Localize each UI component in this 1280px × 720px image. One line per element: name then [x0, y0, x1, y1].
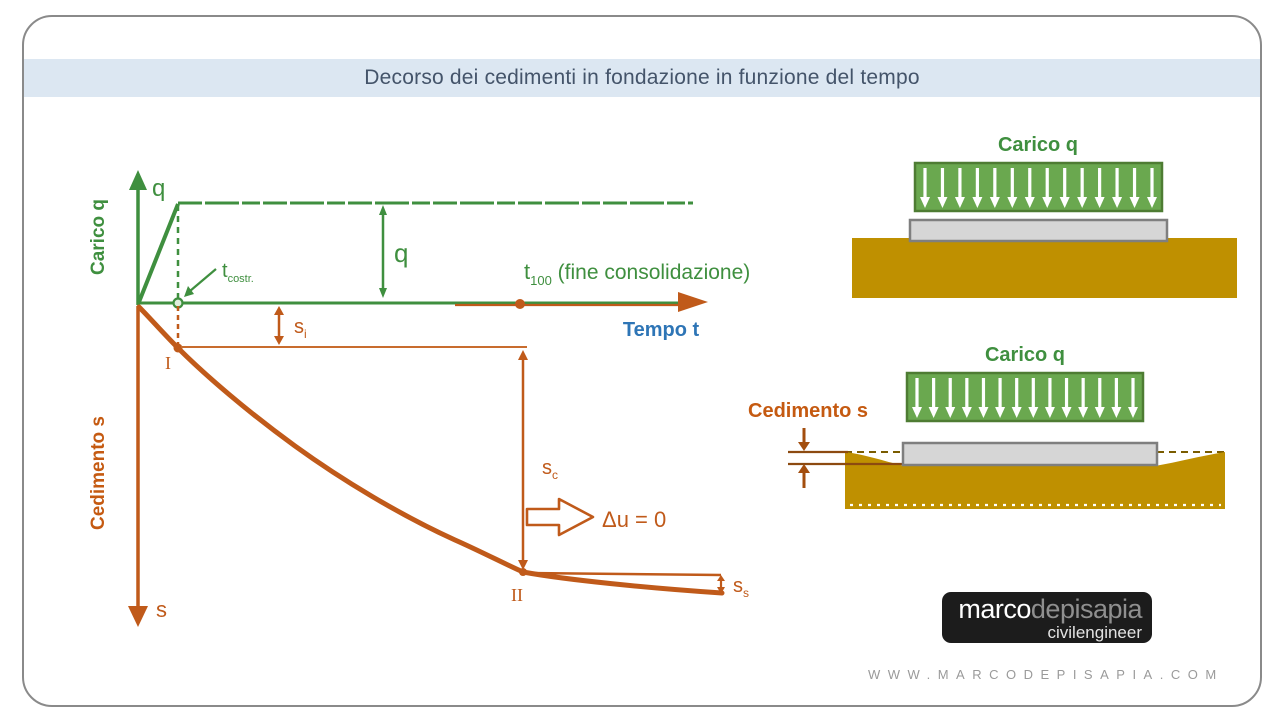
time-axis-arrowhead-icon [678, 292, 708, 312]
ss-top-arrowhead-icon [717, 575, 725, 581]
slide-frame: Decorso dei cedimenti in fondazione in f… [22, 15, 1262, 707]
t100-label: t100 (fine consolidazione) [524, 259, 750, 288]
consolidation-end-line [526, 571, 722, 577]
foundation-slab-settled [901, 441, 1159, 467]
page-title: Decorso dei cedimenti in fondazione in f… [364, 66, 920, 89]
website-url: WWW.MARCODEPISAPIA.COM [868, 667, 1224, 682]
du-block-arrow-icon [525, 497, 595, 537]
ss-label: ss [733, 575, 749, 600]
time-axis-caption: Tempo t [623, 319, 700, 341]
load-arrows-top [920, 168, 1157, 208]
load-band-top [913, 161, 1164, 213]
tcostr-pointer-arrowhead-icon [184, 286, 194, 297]
settlement-s-label: Cedimento s [748, 400, 868, 422]
q-measure-bottom-arrowhead-icon [379, 288, 387, 298]
logo-name-part2: depisapia [1030, 594, 1143, 624]
load-ramp [137, 203, 180, 303]
s-axis-letter: s [156, 597, 167, 622]
point-II-marker [519, 568, 527, 576]
q-measure-top-arrowhead-icon [379, 205, 387, 215]
logo-subtitle: civilengineer [1047, 623, 1143, 642]
settlement-curve [136, 304, 725, 596]
sc-label: sc [542, 457, 558, 482]
foundation-slab-top [908, 218, 1169, 243]
sc-top-arrowhead-icon [518, 350, 528, 360]
foundation-diagram-initial: Carico q [852, 134, 1237, 298]
logo-name-part1: marco [958, 594, 1031, 624]
point-I-label: I [165, 353, 171, 373]
load-arrows-bottom [912, 378, 1138, 418]
tcostr-label: tcostr. [222, 260, 254, 285]
logo-box: marcodepisapia civilengineer [942, 592, 1152, 643]
t100-axis-dot [515, 299, 525, 309]
settlement-axis-caption: Cedimento s [88, 416, 109, 530]
si-bottom-arrowhead-icon [274, 336, 284, 345]
point-II-label: II [511, 585, 523, 605]
q-measure-label: q [394, 238, 408, 268]
si-label: si [294, 316, 307, 341]
sc-bottom-arrowhead-icon [518, 560, 528, 570]
si-top-arrowhead-icon [274, 306, 284, 315]
load-axis-caption: Carico q [88, 199, 109, 275]
settlement-axis-arrowhead-icon [128, 606, 148, 627]
load-q-label-top: Carico q [998, 134, 1078, 156]
foundation-diagram-settled: Carico q Cedimento s [748, 344, 1225, 509]
settlement-time-graph: Carico q Cedimento s q tcostr. q t100 (f… [88, 170, 750, 627]
ss-bottom-arrowhead-icon [717, 587, 725, 594]
load-band-bottom [905, 371, 1145, 423]
soil-block-top [852, 238, 1237, 298]
logo: marcodepisapia civilengineer marcodepisa… [920, 577, 1152, 677]
q-axis-letter: q [152, 175, 165, 202]
settlement-down-arrowhead-icon [798, 442, 810, 451]
load-axis-arrowhead-icon [129, 170, 147, 190]
logo-name: marcodepisapia [952, 595, 1142, 624]
title-bar: Decorso dei cedimenti in fondazione in f… [24, 59, 1260, 97]
point-I-marker [173, 343, 183, 353]
du-label: Δu = 0 [602, 507, 666, 532]
tcostr-pointer [189, 268, 217, 292]
load-q-label-bottom: Carico q [985, 344, 1065, 366]
settlement-up-arrowhead-icon [798, 464, 810, 473]
